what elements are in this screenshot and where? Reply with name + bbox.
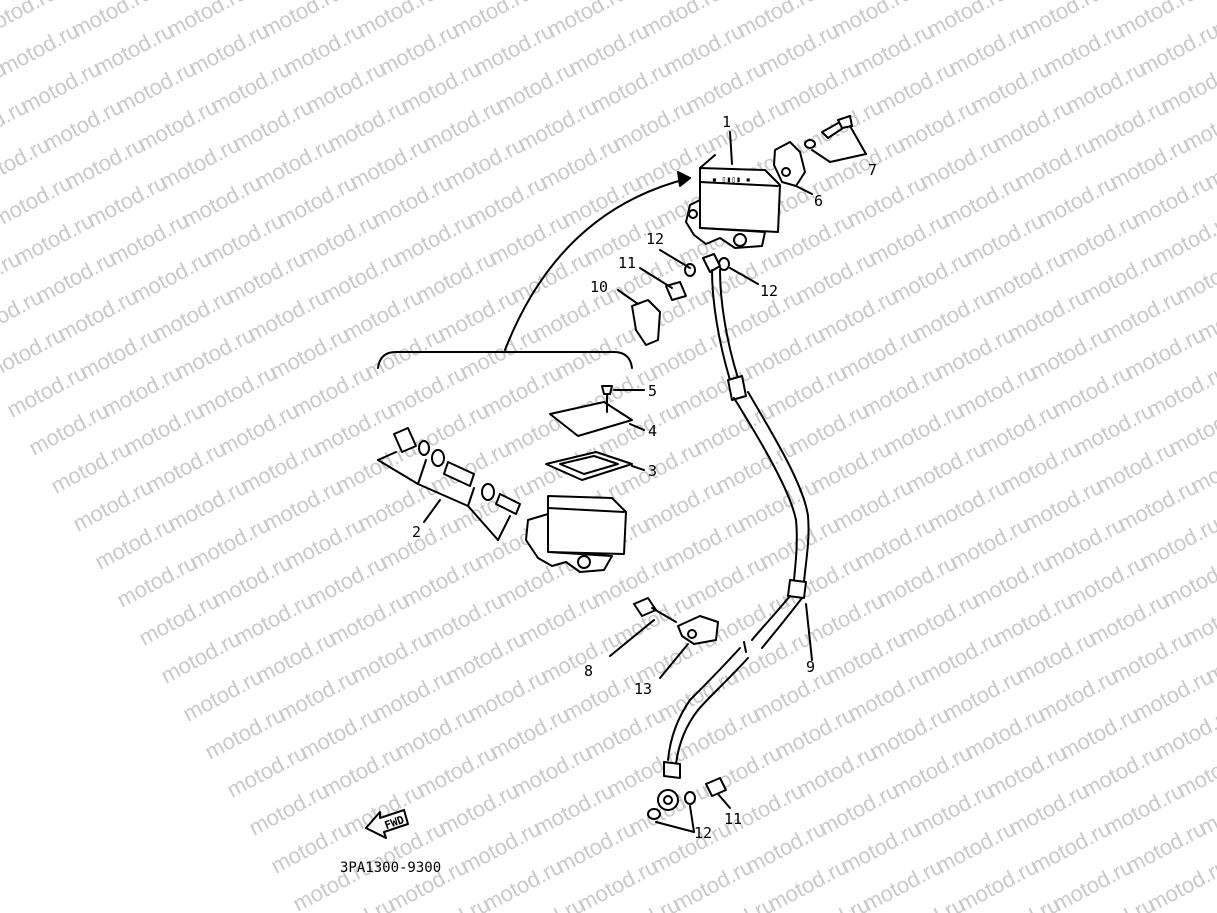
callout-1: 1 — [722, 113, 731, 131]
callout-7: 7 — [868, 161, 877, 179]
callout-11a: 11 — [618, 254, 636, 272]
hose-clamp — [609, 597, 719, 679]
piston-kit — [377, 427, 521, 541]
lower-banjo-fitting — [647, 777, 731, 833]
svg-text:▪ ▯▮▯▮ ▪: ▪ ▯▮▯▮ ▪ — [712, 175, 751, 184]
callout-12a: 12 — [646, 230, 664, 248]
watermark-text: motod.ru — [1208, 0, 1217, 42]
callout-2: 2 — [412, 523, 421, 541]
exploded-view-bracket — [377, 351, 633, 369]
bolt-washer-part-7 — [804, 115, 867, 163]
callout-11b: 11 — [724, 810, 742, 828]
watermark-text: motod.ru — [1186, 0, 1217, 4]
diagram-code: 3PA1300-9300 — [340, 860, 441, 876]
holder-part — [773, 141, 806, 187]
fwd-arrow-icon: FWD — [365, 809, 409, 839]
callout-12c: 12 — [694, 824, 712, 842]
master-cylinder-exploded — [525, 495, 627, 573]
callout-13: 13 — [634, 680, 652, 698]
brake-hose — [663, 269, 813, 779]
callout-3: 3 — [648, 462, 657, 480]
callout-5: 5 — [648, 382, 657, 400]
union-bolt-fittings — [617, 249, 759, 346]
callout-6: 6 — [814, 192, 823, 210]
callout-4: 4 — [648, 422, 657, 440]
assembly-arrow-head — [677, 171, 691, 187]
assembly-arrow-curve — [504, 177, 691, 351]
callout-12b: 12 — [760, 282, 778, 300]
callout-9: 9 — [806, 658, 815, 676]
diaphragm-cap — [545, 385, 645, 481]
callout-10: 10 — [590, 278, 608, 296]
master-cylinder-assembled: ▪ ▯▮▯▮ ▪ — [685, 154, 781, 249]
callout-8: 8 — [584, 662, 593, 680]
